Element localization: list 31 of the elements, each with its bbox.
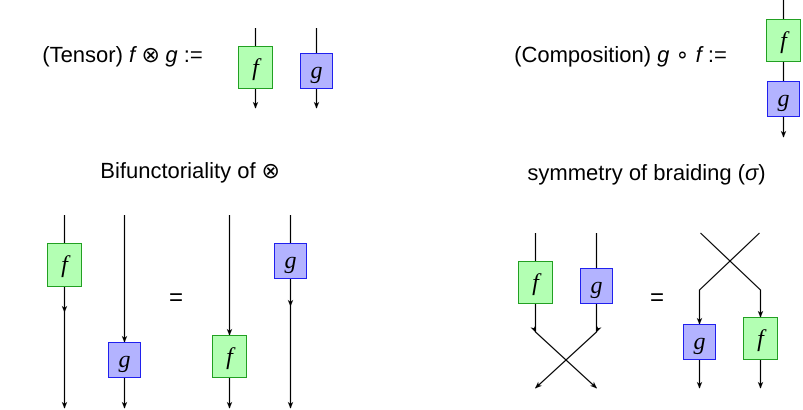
wire-arrow <box>780 117 786 138</box>
equals-sign: = <box>168 286 184 310</box>
wire-arrow <box>696 360 702 389</box>
morphism-box: f <box>518 261 553 304</box>
wire-arrow <box>122 215 128 343</box>
morphism-box: g <box>767 81 800 117</box>
morphism-box: f <box>238 46 273 89</box>
equals-sign: = <box>648 286 665 310</box>
section-heading: symmetry of braiding (σ) <box>526 162 767 184</box>
wire-arrow <box>288 279 294 408</box>
morphism-box: g <box>580 268 613 304</box>
morphism-box: g <box>300 53 333 89</box>
wire-arrow <box>758 360 764 389</box>
morphism-box: f <box>47 243 82 287</box>
morphism-box: g <box>274 243 307 279</box>
morphism-box: g <box>683 324 716 360</box>
definition-formula: (Composition) g ∘ f := <box>513 44 728 66</box>
section-heading: Bifunctoriality of ⊗ <box>99 160 281 182</box>
morphism-box: f <box>766 19 801 62</box>
morphism-box: f <box>743 317 778 360</box>
wire-arrow <box>62 287 68 408</box>
wire-arrow <box>252 89 258 109</box>
wire-arrow <box>226 215 232 336</box>
morphism-box: f <box>212 335 247 378</box>
definition-formula: (Tensor) f ⊗ g := <box>41 44 204 66</box>
wire-arrow <box>314 89 320 109</box>
wire-arrow <box>696 232 760 325</box>
wire-arrow <box>700 232 764 318</box>
wire-arrow <box>122 378 128 409</box>
morphism-box: g <box>108 342 141 378</box>
wire-arrow <box>226 378 232 409</box>
